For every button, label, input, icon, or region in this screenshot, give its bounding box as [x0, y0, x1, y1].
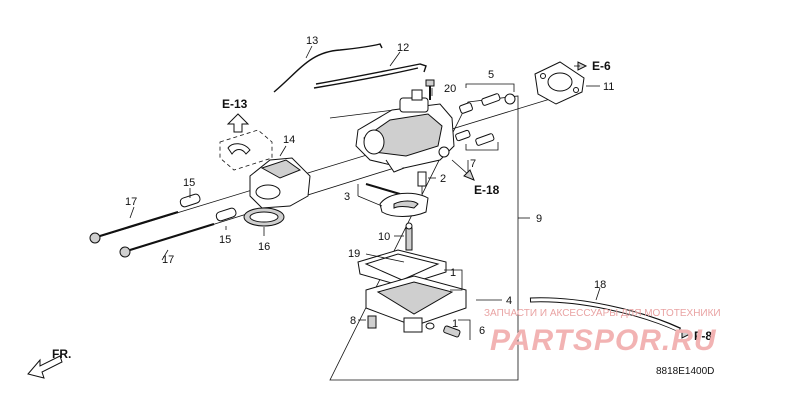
callout-17-upper: 17 — [125, 196, 137, 208]
part-2-jet — [417, 171, 427, 194]
callout-11: 11 — [603, 81, 614, 93]
callout-18: 18 — [594, 279, 606, 291]
part-11-gasket — [534, 61, 585, 105]
part-20-screw — [425, 79, 435, 100]
part-13-wire — [273, 43, 383, 93]
callout-16: 16 — [258, 241, 270, 253]
part-8-screw — [367, 315, 377, 329]
watermark-brand: PARTSPOR.RU — [490, 324, 717, 357]
callout-17-lower: 17 — [162, 254, 174, 266]
callout-14: 14 — [283, 134, 295, 146]
callout-1-upper: 1 — [450, 267, 456, 279]
f8-arrow — [681, 329, 692, 339]
front-arrow — [27, 355, 63, 379]
callout-6: 6 — [479, 325, 485, 337]
ref-front: FR. — [52, 347, 71, 361]
callout-15-lower: 15 — [219, 234, 231, 246]
ref-e6: E-6 — [592, 59, 611, 73]
ref-e13: E-13 — [222, 97, 248, 111]
ref-f8: F-8 — [694, 329, 712, 343]
callout-1-lower: 1 — [452, 318, 458, 330]
callout-2: 2 — [440, 173, 446, 185]
e13-arrow — [226, 113, 250, 133]
float-chamber — [365, 275, 467, 333]
callout-19: 19 — [348, 248, 360, 260]
part-15-collar-lower — [215, 207, 237, 222]
callout-8: 8 — [350, 315, 356, 327]
callout-12: 12 — [397, 42, 409, 54]
callout-13: 13 — [306, 35, 318, 47]
part-17-bolt-lower — [119, 222, 215, 258]
part-6-drain-screw — [425, 322, 461, 338]
carburetor-body — [355, 89, 455, 173]
callout-4: 4 — [506, 295, 512, 307]
part-1-gasket — [357, 249, 447, 287]
part-3-float — [379, 192, 429, 217]
part-14-intake-elbow — [249, 157, 311, 209]
part-10-needle — [405, 222, 413, 251]
callout-15-upper: 15 — [183, 177, 195, 189]
part-15-collar-upper — [179, 193, 201, 208]
e6-arrow — [574, 61, 588, 71]
callout-10: 10 — [378, 231, 390, 243]
e13-hose-box — [219, 129, 273, 171]
part-17-bolt-upper — [89, 210, 179, 244]
leader-lines — [129, 45, 601, 340]
part-12-rod — [315, 63, 427, 85]
callout-5: 5 — [488, 69, 494, 81]
part-18-drain-tube — [529, 297, 682, 333]
callout-20: 20 — [444, 83, 456, 95]
part-5-screws — [459, 93, 516, 114]
callout-9: 9 — [536, 213, 542, 225]
part-7-screws — [455, 129, 495, 146]
diagram-code: 8818E1400D — [656, 366, 714, 377]
callout-3: 3 — [344, 191, 350, 203]
part-16-screen — [243, 207, 285, 227]
e18-arrow — [451, 159, 475, 181]
callout-7: 7 — [470, 158, 476, 170]
ref-e18: E-18 — [474, 183, 500, 197]
part-3-float-pin — [365, 183, 401, 195]
watermark-tagline: ЗАПЧАСТИ И АКСЕССУАРЫ ДЛЯ МОТОТЕХНИКИ — [484, 308, 721, 319]
